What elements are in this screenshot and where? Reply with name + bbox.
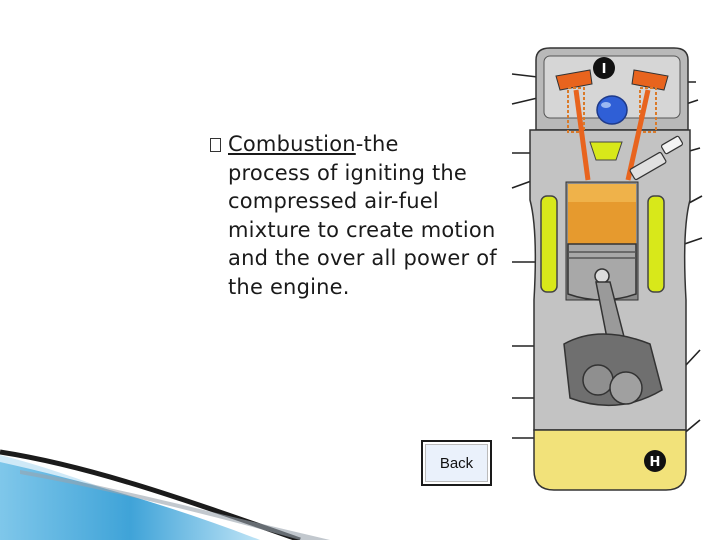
camshaft-highlight [601, 102, 611, 108]
back-button-label: Back [425, 444, 488, 482]
bottom-marker-badge: H [644, 450, 666, 472]
valve-train [555, 69, 669, 181]
top-marker-label: I [602, 62, 607, 77]
spark-plug-icon [629, 135, 684, 181]
bottom-marker-label: H [650, 455, 661, 470]
bullet-term: Combustion [228, 132, 356, 156]
back-button[interactable]: Back [421, 440, 492, 486]
combustion-chamber-top [589, 141, 623, 161]
wave-gray [20, 470, 330, 540]
coolant-passage-right [647, 195, 665, 293]
combustion-gas-shading [568, 184, 636, 202]
valve-stem-right [625, 89, 651, 181]
oil-pan [533, 429, 687, 491]
bullet-definition-rest: process of igniting the compressed air-f… [228, 160, 497, 299]
valve-spring-right [639, 87, 657, 133]
bullet-definition: Combustion-the process of igniting the c… [210, 130, 510, 302]
valve-stem-left [573, 89, 591, 181]
camshaft-lobe [596, 95, 628, 125]
top-marker-badge: I [593, 57, 615, 79]
bullet-box-icon [210, 138, 221, 152]
coolant-passage-left [540, 195, 558, 293]
wrist-pin [594, 268, 610, 284]
bullet-text: Combustion-the process of igniting the c… [228, 130, 510, 302]
crank-journal [582, 364, 614, 396]
rocker-arm-left [555, 69, 593, 91]
valve-spring-left [567, 87, 585, 133]
crank-pin [609, 371, 643, 405]
rocker-arm-right [631, 69, 669, 91]
bullet-definition-start: -the [355, 132, 399, 156]
